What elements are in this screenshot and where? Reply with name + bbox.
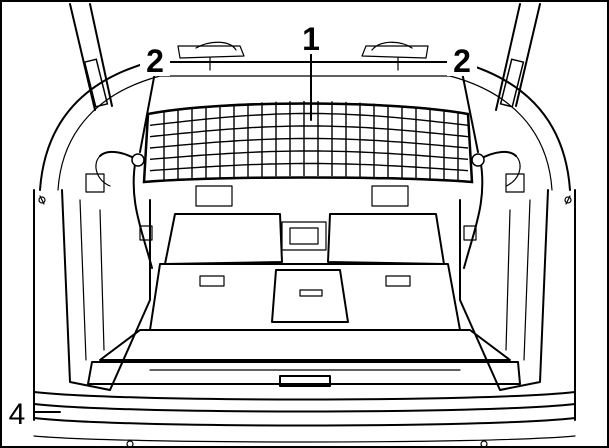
- bottom-callout: 4: [9, 398, 26, 431]
- net-straps: [95, 150, 521, 269]
- roof-anchor-points: [177, 41, 429, 71]
- load-floor: [87, 263, 521, 387]
- callout-badge-2-left: 2: [140, 43, 170, 79]
- callout-badge-1: 1: [297, 21, 325, 57]
- strap-right-callout: 2: [453, 43, 471, 79]
- callout-badge-2-right: 2: [447, 43, 477, 79]
- cargo-net-mesh: [149, 101, 469, 182]
- callout-leaders: [33, 49, 479, 413]
- tailgate-opening: [33, 3, 576, 421]
- callout-badge-4: 4: [6, 396, 30, 431]
- net-callout: 1: [302, 21, 320, 57]
- cargo-net: [142, 101, 474, 184]
- strap-left-callout: 2: [146, 43, 164, 79]
- cargo-side-walls: [61, 173, 549, 391]
- rear-bumper: [33, 391, 576, 448]
